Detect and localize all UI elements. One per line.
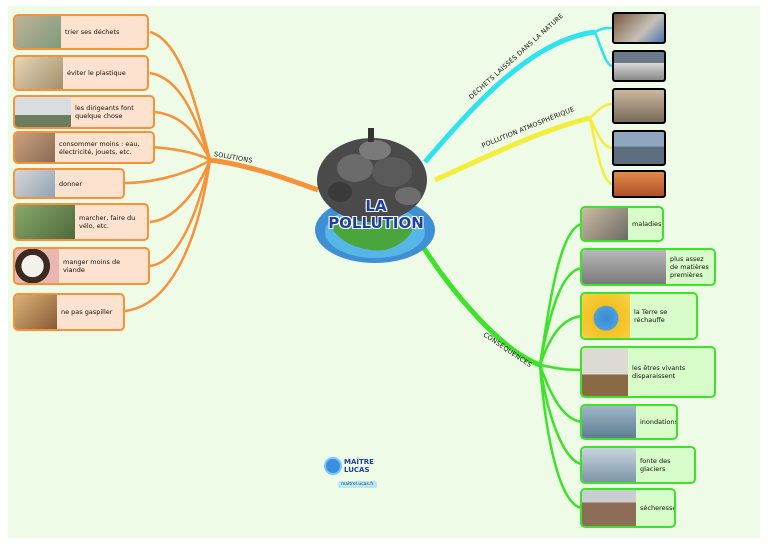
- solution-node-5[interactable]: donner: [13, 168, 125, 199]
- logo-line1: MAÎTRE: [344, 458, 374, 466]
- solution-label-7: manger moins de viande: [63, 258, 121, 274]
- consequence-node-2[interactable]: plus assez de matières premières: [580, 248, 716, 286]
- consequence-label-7: sécheresse: [640, 504, 676, 512]
- consequence-image-5: [582, 406, 636, 438]
- solution-node-2[interactable]: éviter le plastique: [13, 55, 149, 91]
- consequence-node-3[interactable]: la Terre se réchauffe: [580, 292, 698, 340]
- solution-node-6[interactable]: marcher, faire du vélo, etc.: [13, 203, 149, 241]
- solution-links: [124, 30, 212, 313]
- consequence-label-1: maladies: [632, 220, 662, 228]
- atmos-image-2: [612, 130, 666, 166]
- solution-label-6: marcher, faire du vélo, etc.: [79, 214, 136, 230]
- consequence-image-7: [582, 490, 636, 526]
- consequence-image-4: [582, 348, 628, 396]
- consequence-image-2: [582, 250, 666, 284]
- consequence-image-1: [582, 208, 628, 240]
- link-solutions-main: [209, 157, 319, 193]
- central-title: LA POLLUTION: [318, 198, 434, 232]
- atmos-image-3: [612, 170, 666, 198]
- consequence-image-3: [582, 294, 630, 338]
- central-globe: [315, 128, 435, 263]
- solution-label-5: donner: [59, 179, 83, 188]
- solution-node-4[interactable]: consommer moins : eau, électricité, joue…: [13, 131, 155, 164]
- atmos-image-1: [612, 88, 666, 124]
- solution-image-8: [15, 295, 57, 329]
- consequence-node-7[interactable]: sécheresse: [580, 488, 676, 528]
- consequence-node-5[interactable]: inondations: [580, 404, 678, 440]
- solution-image-3: [15, 97, 71, 127]
- central-title-line2: POLLUTION: [328, 214, 424, 232]
- consequence-node-6[interactable]: fonte des glaciers: [580, 446, 696, 484]
- consequence-label-6: fonte des glaciers: [640, 457, 671, 473]
- solution-label-8: ne pas gaspiller: [61, 308, 113, 316]
- solution-label-3: les dirigeants font quelque chose: [75, 104, 134, 120]
- consequence-node-1[interactable]: maladies: [580, 206, 664, 242]
- solution-label-1: trier ses déchets: [65, 28, 120, 36]
- solution-label-2: éviter le plastique: [67, 69, 126, 77]
- solution-label-4: consommer moins : eau, électricité, joue…: [59, 139, 140, 156]
- link-dechets-main: [423, 29, 596, 164]
- logo-brain-icon: [324, 457, 342, 475]
- consequence-image-6: [582, 448, 636, 482]
- dechets-image-1: [612, 12, 666, 44]
- consequence-label-2: plus assez de matières premières: [670, 255, 709, 279]
- consequence-label-4: les êtres vivants disparaissent: [632, 364, 686, 380]
- solution-image-1: [15, 16, 61, 48]
- logo-line2: LUCAS: [344, 466, 370, 474]
- solution-node-3[interactable]: les dirigeants font quelque chose: [13, 95, 155, 129]
- solution-image-5: [15, 170, 55, 197]
- consequence-label-5: inondations: [640, 418, 678, 426]
- maitre-lucas-logo[interactable]: MAÎTRE LUCAS maitrel.ucas.fr: [322, 455, 382, 495]
- consequence-label-3: la Terre se réchauffe: [634, 308, 668, 324]
- logo-url: maitrel.ucas.fr: [338, 481, 377, 488]
- link-atmos-main: [433, 115, 591, 183]
- consequence-node-4[interactable]: les êtres vivants disparaissent: [580, 346, 716, 398]
- solution-node-7[interactable]: manger moins de viande: [13, 247, 150, 285]
- solution-node-1[interactable]: trier ses déchets: [13, 14, 149, 50]
- link-consequences-main: [417, 240, 541, 368]
- solution-image-4: [15, 133, 55, 162]
- central-title-line1: LA: [365, 197, 387, 215]
- solution-image-7: [15, 249, 59, 283]
- dechets-image-2: [612, 50, 666, 82]
- solution-image-2: [15, 57, 63, 89]
- solution-node-8[interactable]: ne pas gaspiller: [13, 293, 125, 331]
- solution-image-6: [15, 205, 75, 239]
